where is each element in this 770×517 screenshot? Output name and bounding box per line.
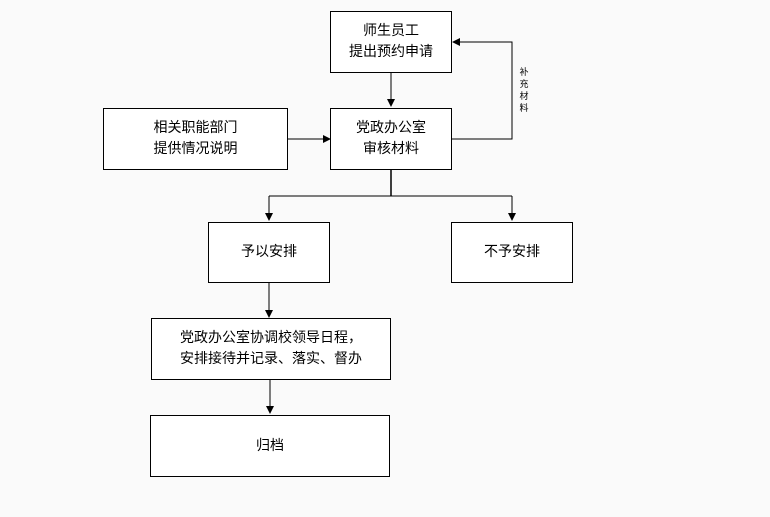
node-apply-line1: 师生员工 [363,23,419,39]
node-coordinate-line2: 安排接待并记录、落实、督办 [180,351,362,367]
node-arrange: 予以安排 [208,222,330,283]
node-dept: 相关职能部门 提供情况说明 [103,108,288,170]
node-dept-line1: 相关职能部门 [153,120,238,136]
node-archive: 归档 [150,415,390,477]
node-review-line1: 党政办公室 [356,120,426,136]
arrow-review-supplement-to-apply [452,38,513,140]
node-apply: 师生员工 提出预约申请 [330,11,452,73]
node-review-line2: 审核材料 [363,141,419,157]
node-coordinate-line1: 党政办公室协调校领导日程， [180,330,362,346]
node-reject-label: 不予安排 [484,244,540,260]
node-review: 党政办公室 审核材料 [330,108,452,170]
node-apply-line2: 提出预约申请 [349,44,433,60]
node-coordinate: 党政办公室协调校领导日程， 安排接待并记录、落实、督办 [151,318,391,380]
node-arrange-label: 予以安排 [241,244,297,260]
node-dept-line2: 提供情况说明 [153,141,238,157]
node-reject: 不予安排 [451,222,573,283]
node-archive-label: 归档 [256,437,284,454]
supplement-label: 补充材料 [519,68,529,114]
